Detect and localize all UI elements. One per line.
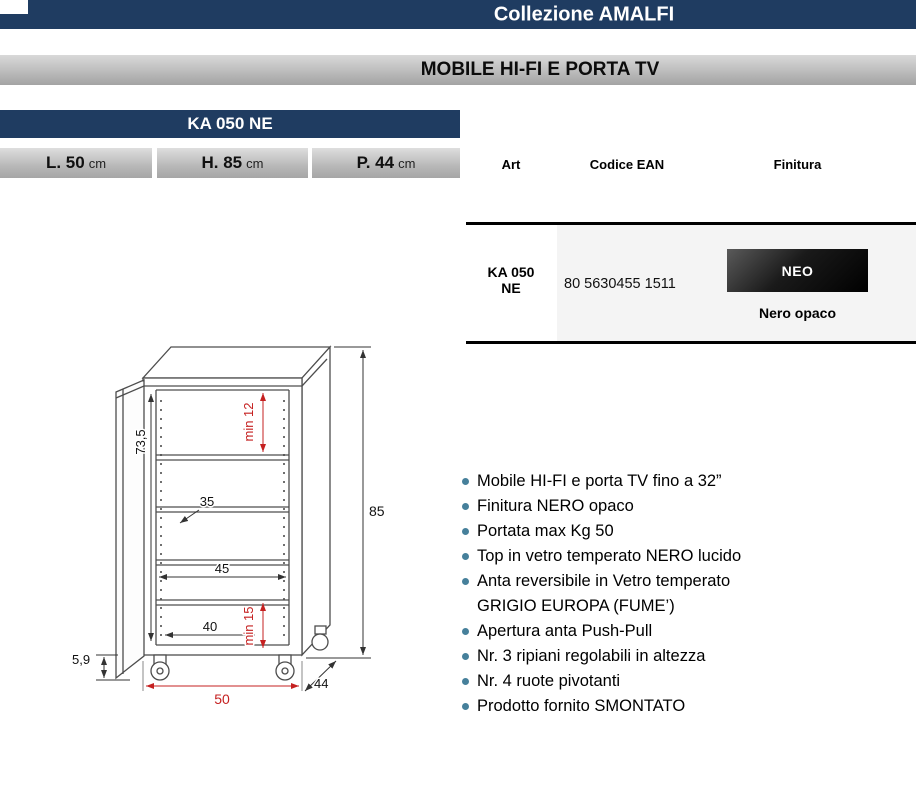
feature-text: Nr. 4 ruote pivotanti: [477, 672, 621, 690]
dim-label-bottom-clearance: min 15: [241, 606, 256, 645]
feature-item: Portata max Kg 50: [462, 519, 774, 544]
shelf-pin-holes: [160, 400, 285, 640]
article-code-line1: KA 050: [487, 264, 535, 280]
category-header-bar: MOBILE HI-FI E PORTA TV: [0, 55, 916, 85]
dim-label-inner-height: 73,5: [133, 429, 148, 454]
finish-name: NEO: [781, 262, 814, 279]
technical-drawing: 85 73,5 min 12 35 45 40 min 15 5,9 50 44: [71, 345, 386, 709]
bullet-icon: [462, 528, 469, 535]
dim-label-inner-width: 45: [215, 561, 229, 576]
dimension-arrows-red: [146, 393, 299, 689]
feature-text: Portata max Kg 50: [477, 522, 614, 540]
collection-title: Collezione AMALFI: [493, 3, 675, 25]
feature-text: Apertura anta Push-Pull: [477, 622, 653, 640]
bullet-icon: [462, 553, 469, 560]
dimension-arrows-black: [96, 346, 371, 692]
feature-list: Mobile HI-FI e porta TV fino a 32” Finit…: [462, 469, 774, 719]
table-rule-top: [466, 222, 916, 225]
feature-text: Mobile HI-FI e porta TV fino a 32”: [477, 472, 722, 490]
dim-label-total-height: 85: [369, 503, 385, 519]
column-header-ean: Codice EAN: [589, 157, 665, 172]
feature-item: Prodotto fornito SMONTATO: [462, 694, 774, 719]
bullet-icon: [462, 628, 469, 635]
table-rule-bottom: [466, 341, 916, 344]
dim-label-total-depth: 44: [314, 676, 328, 691]
finish-description: Nero opaco: [758, 305, 836, 321]
feature-item: Anta reversibile in Vetro temperato GRIG…: [462, 569, 774, 619]
ean-code: 80 5630455 1511: [564, 276, 676, 292]
article-code-line2: NE: [501, 280, 521, 296]
feature-item: Mobile HI-FI e porta TV fino a 32”: [462, 469, 774, 494]
bullet-icon: [462, 653, 469, 660]
finish-swatch: NEO: [727, 249, 868, 292]
feature-item: Nr. 4 ruote pivotanti: [462, 669, 774, 694]
bullet-icon: [462, 678, 469, 685]
dimension-cell-depth: P. 44 cm: [312, 148, 460, 178]
bullet-icon: [462, 703, 469, 710]
dimension-unit: cm: [88, 155, 107, 171]
dimension-cell-width: L. 50 cm: [0, 148, 152, 178]
dimension-unit: cm: [398, 155, 416, 171]
dim-label-total-width: 50: [214, 691, 230, 707]
column-header-finitura: Finitura: [773, 157, 822, 172]
article-code-cell: KA 050 NE: [466, 264, 556, 296]
feature-text: Finitura NERO opaco: [477, 497, 634, 515]
bullet-icon: [462, 503, 469, 510]
dimension-value: L. 50: [45, 153, 85, 172]
dimension-unit: cm: [246, 155, 264, 171]
dim-label-base-width: 40: [203, 619, 217, 634]
dimension-value: H. 85: [201, 153, 243, 172]
category-title: MOBILE HI-FI E PORTA TV: [420, 59, 660, 80]
bullet-icon: [462, 578, 469, 585]
column-header-art: Art: [501, 157, 521, 172]
dimension-cell-height: H. 85 cm: [157, 148, 308, 178]
feature-text: Anta reversibile in Vetro temperato GRIG…: [477, 572, 731, 615]
cabinet-body: [141, 345, 332, 657]
product-code: KA 050 NE: [187, 114, 273, 133]
shelves: [156, 454, 289, 606]
glass-door-open: [115, 379, 145, 680]
feature-text: Nr. 3 ripiani regolabili in altezza: [477, 647, 706, 665]
dim-label-shelf-depth: 35: [200, 494, 214, 509]
feature-item: Top in vetro temperato NERO lucido: [462, 544, 774, 569]
collection-header-bar: Collezione AMALFI: [0, 0, 916, 29]
dimension-value: P. 44: [356, 153, 395, 172]
feature-text: Prodotto fornito SMONTATO: [477, 697, 686, 715]
dim-label-wheel-height: 5,9: [72, 652, 90, 667]
corner-notch: [0, 0, 28, 14]
casters: [150, 625, 329, 681]
product-code-bar: KA 050 NE: [0, 110, 460, 138]
dim-label-top-clearance: min 12: [241, 402, 256, 441]
bullet-icon: [462, 478, 469, 485]
feature-item: Apertura anta Push-Pull: [462, 619, 774, 644]
feature-item: Finitura NERO opaco: [462, 494, 774, 519]
feature-text: Top in vetro temperato NERO lucido: [477, 547, 742, 565]
feature-item: Nr. 3 ripiani regolabili in altezza: [462, 644, 774, 669]
